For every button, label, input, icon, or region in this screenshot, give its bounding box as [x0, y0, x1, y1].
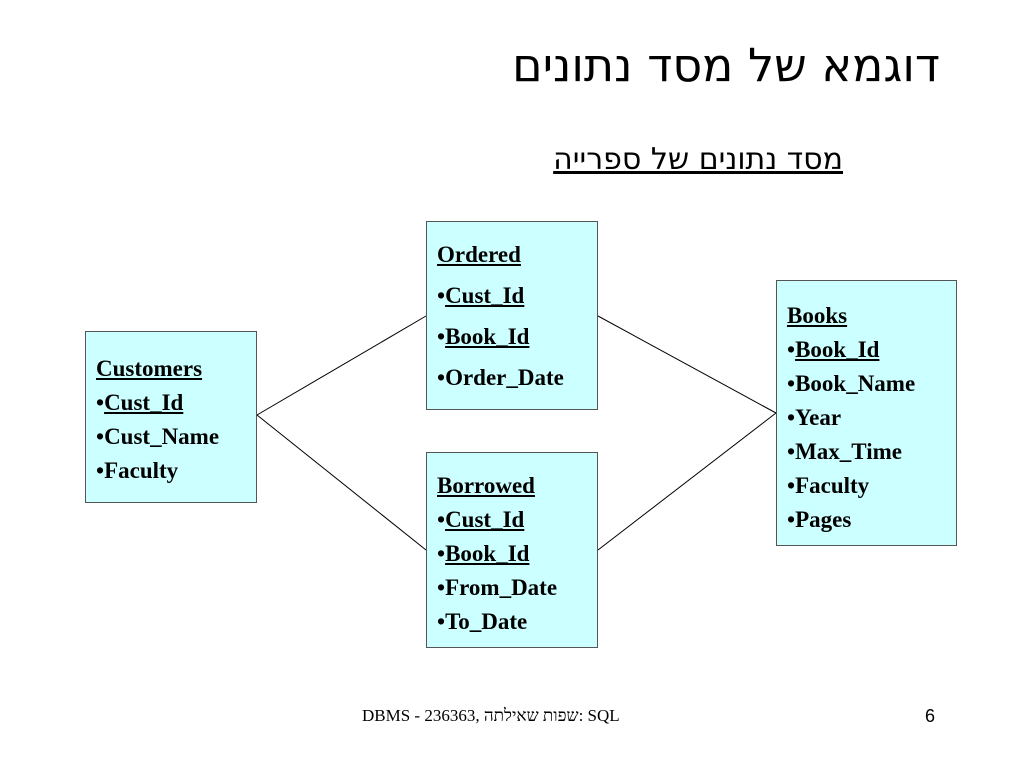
- attribute-faculty: •Faculty: [787, 473, 870, 498]
- entity-books: Books •Book_Id •Book_Name •Year •Max_Tim…: [776, 280, 957, 546]
- page-number: 6: [925, 706, 936, 726]
- link-borrowed-books: [597, 412, 777, 551]
- entity-borrowed: Borrowed •Cust_Id •Book_Id •From_Date •T…: [426, 452, 598, 648]
- link-customers-borrowed: [256, 414, 427, 551]
- attribute-max-time: •Max_Time: [787, 439, 902, 464]
- attribute-book-id: •Book_Id: [437, 541, 530, 566]
- link-ordered-books: [597, 315, 777, 414]
- attribute-cust-id: •Cust_Id: [96, 390, 184, 415]
- attribute-from-date: •From_Date: [437, 575, 558, 600]
- attribute-book-name: •Book_Name: [787, 371, 916, 396]
- link-customers-ordered: [256, 315, 427, 416]
- attribute-cust-id: •Cust_Id: [437, 507, 525, 532]
- attribute-cust-name: •Cust_Name: [96, 424, 220, 449]
- entity-name: Borrowed: [437, 473, 535, 498]
- attribute-year: •Year: [787, 405, 842, 430]
- slide-subtitle: מסד נתונים של ספרייה: [553, 142, 843, 177]
- attribute-book-id: •Book_Id: [787, 337, 880, 362]
- entity-customers: Customers •Cust_Id •Cust_Name •Faculty: [85, 331, 257, 503]
- attribute-to-date: •To_Date: [437, 609, 528, 634]
- attribute-book-id: •Book_Id: [437, 324, 530, 349]
- entity-ordered: Ordered •Cust_Id •Book_Id •Order_Date: [426, 221, 598, 410]
- attribute-faculty: •Faculty: [96, 458, 179, 483]
- slide-footer: DBMS - 236363, שפות שאילתה: SQL: [362, 706, 620, 725]
- entity-name: Books: [787, 303, 848, 328]
- entity-name: Ordered: [437, 242, 521, 267]
- slide-title: דוגמא של מסד נתונים: [512, 38, 940, 92]
- attribute-cust-id: •Cust_Id: [437, 283, 525, 308]
- entity-name: Customers: [96, 356, 203, 381]
- attribute-order-date: •Order_Date: [437, 365, 564, 390]
- attribute-pages: •Pages: [787, 507, 852, 532]
